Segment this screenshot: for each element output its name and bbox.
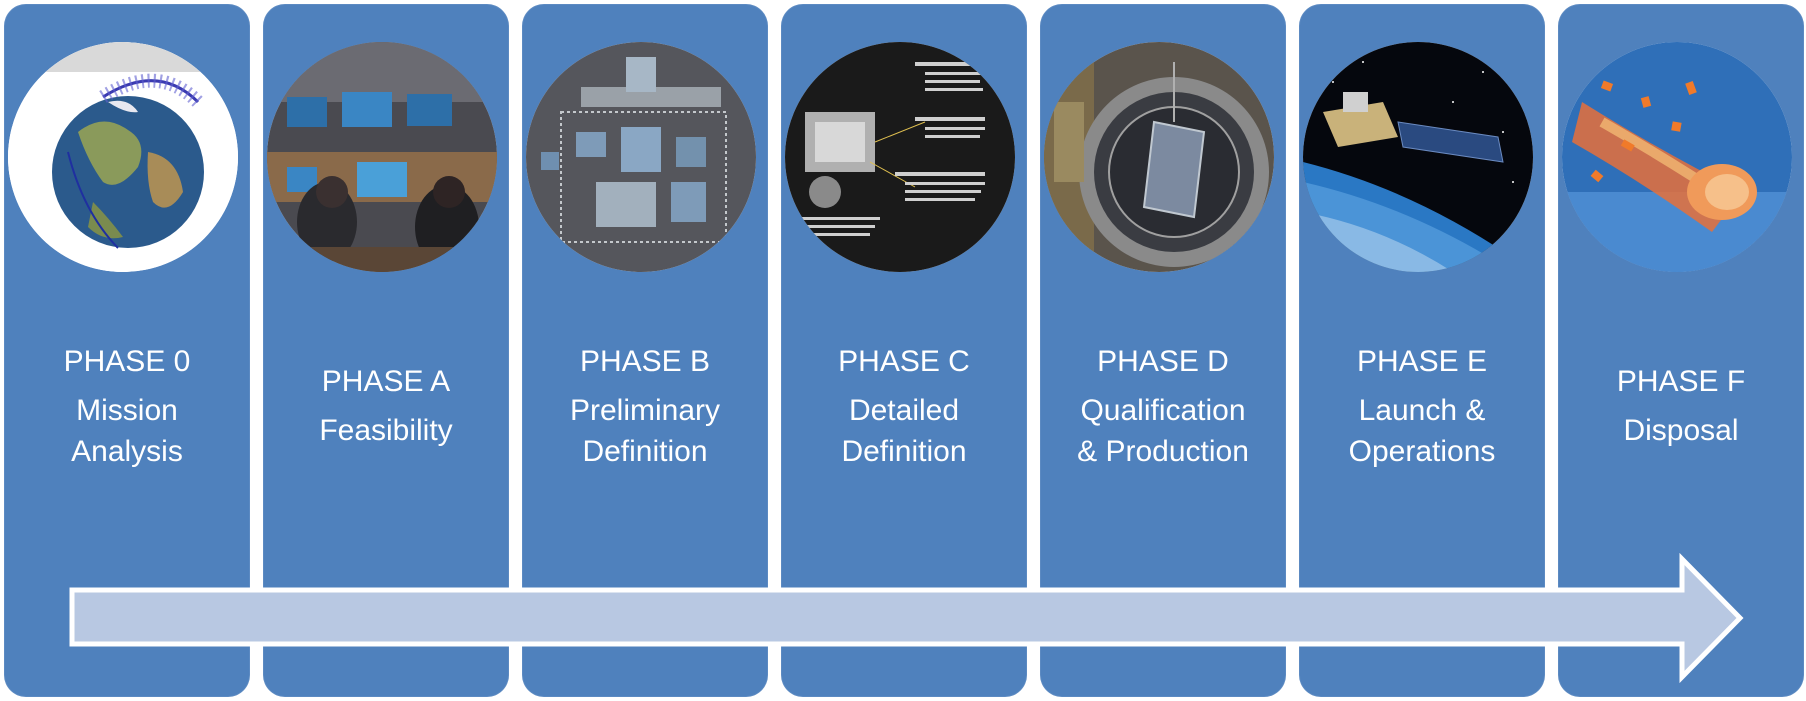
phase-title-line: Launch & [1358,393,1486,427]
phase-card-d: PHASE D Qualification & Production [1040,4,1286,697]
satellite-orbit-image [1303,42,1533,272]
phase-card-a: PHASE A Feasibility [263,4,509,697]
phase-card-e: PHASE E Launch & Operations [1299,4,1545,697]
phase-card-c: PHASE C Detailed Definition [781,4,1027,697]
phase-id: PHASE A [321,365,451,398]
phase-id: PHASE 0 [63,344,191,378]
phase-label-e: PHASE E Launch & Operations [1299,272,1545,540]
phase-label-f: PHASE F Disposal [1558,272,1804,540]
reentry-image [1562,42,1792,272]
phase-id: PHASE B [579,344,711,378]
phase-label-0: PHASE 0 Mission Analysis [4,272,250,540]
test-chamber-image [1044,42,1274,272]
phase-label-b: PHASE B Preliminary Definition [522,272,768,540]
phase-card-f: PHASE F Disposal [1558,4,1804,697]
phase-card-b: PHASE B Preliminary Definition [522,4,768,697]
instrument-poster-image [785,42,1015,272]
phase-title-line: Definition [841,434,967,468]
phase-title-line: Feasibility [319,414,453,447]
phase-title-line: Mission [76,393,178,427]
phase-card-0: PHASE 0 Mission Analysis [4,4,250,697]
phase-label-c: PHASE C Detailed Definition [781,272,1027,540]
phase-id: PHASE C [838,344,970,378]
phase-id: PHASE D [1097,344,1229,378]
earth-orbit-image [8,42,238,272]
phase-title-line: & Production [1077,434,1249,468]
phase-id: PHASE E [1356,344,1488,378]
phase-label-a: PHASE A Feasibility [263,272,509,540]
phase-title-line: Disposal [1623,414,1739,447]
phase-title-line: Detailed [848,393,960,427]
phase-id: PHASE F [1616,365,1746,398]
cad-model-image [526,42,756,272]
phase-title-line: Preliminary [569,393,721,427]
control-room-image [267,42,497,272]
phase-title-line: Analysis [71,434,183,468]
phase-title-line: Qualification [1080,393,1246,427]
phase-title-line: Operations [1348,434,1496,468]
phase-label-d: PHASE D Qualification & Production [1040,272,1286,540]
phase-title-line: Definition [582,434,708,468]
